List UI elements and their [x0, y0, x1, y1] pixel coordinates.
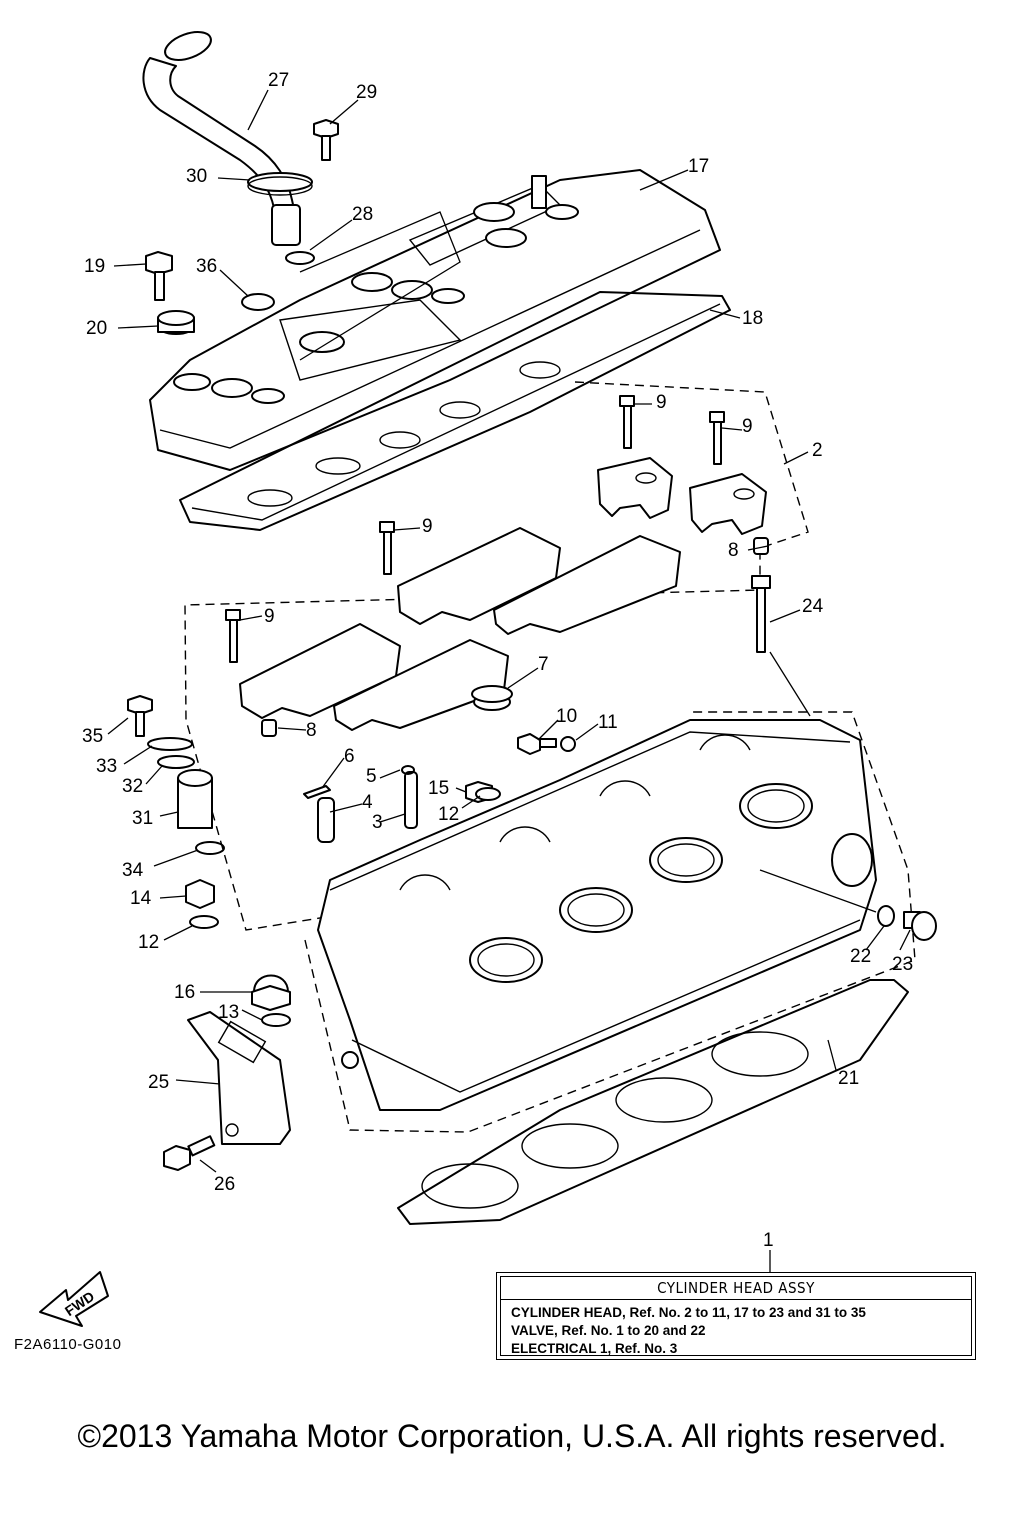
o-ring-28: [285, 251, 315, 265]
callout-8a: 8: [728, 540, 739, 561]
plug-7: [471, 685, 513, 711]
assembly-info-box: CYLINDER HEAD ASSY CYLINDER HEAD, Ref. N…: [496, 1272, 976, 1360]
cap-nut-16: [251, 974, 291, 1011]
callout-8b: 8: [306, 720, 317, 741]
washer-11: [560, 736, 576, 752]
leader-lines: [107, 89, 911, 1272]
cylinder-head-body: [317, 719, 877, 1111]
callout-9b: 9: [742, 416, 753, 437]
callout-7: 7: [538, 654, 549, 675]
callout-30: 30: [186, 166, 207, 187]
grommet-20: [157, 310, 195, 335]
head-bolt-24: [751, 575, 771, 653]
callout-16: 16: [174, 982, 195, 1003]
cam-cap-mid: [397, 527, 681, 635]
cover-gasket-18: [179, 291, 731, 531]
bracket-25: [187, 1011, 291, 1145]
callout-18: 18: [742, 308, 763, 329]
callout-12b: 12: [138, 932, 159, 953]
cam-cap-right-a: [597, 457, 673, 519]
callout-23: 23: [892, 954, 913, 975]
sleeve-31: [177, 769, 213, 829]
callout-17: 17: [688, 156, 709, 177]
bolt-29: [313, 119, 339, 161]
dowel-pin-8b: [261, 719, 277, 737]
callout-29: 29: [356, 82, 377, 103]
callout-35: 35: [82, 726, 103, 747]
callout-4: 4: [362, 792, 373, 813]
cam-cap-left: [239, 623, 509, 731]
plug-36: [241, 293, 275, 311]
washer-12a: [475, 787, 501, 801]
assembly-line-2: VALVE, Ref. No. 1 to 20 and 22: [511, 1323, 706, 1338]
callout-32: 32: [122, 776, 143, 797]
callout-numbers: 1 2 3 4 5 6 7 8 8 9 9 9 9 10 11 12 12 13…: [82, 70, 913, 1251]
seal-6: [303, 785, 331, 799]
assembly-title: CYLINDER HEAD ASSY: [657, 1279, 815, 1297]
callout-36: 36: [196, 256, 217, 277]
valve-guide-4: [317, 797, 335, 843]
callout-5: 5: [366, 766, 377, 787]
callout-3: 3: [372, 812, 383, 833]
callout-28: 28: [352, 204, 373, 225]
cap-bolts-9: [225, 395, 725, 663]
bolt-26: [163, 1135, 216, 1171]
callout-19: 19: [84, 256, 105, 277]
callout-34: 34: [122, 860, 144, 881]
callout-9a: 9: [656, 392, 667, 413]
cam-cap-right-b: [689, 473, 767, 535]
assembly-title-rule: [501, 1299, 971, 1300]
washer-13: [261, 1013, 291, 1027]
callout-1: 1: [763, 1230, 774, 1251]
callout-27: 27: [268, 70, 289, 91]
callout-6: 6: [344, 746, 355, 767]
figure-code: F2A6110-G010: [14, 1336, 122, 1353]
o-ring-34: [195, 841, 225, 855]
copyright-notice: ©2013 Yamaha Motor Corporation, U.S.A. A…: [77, 1418, 947, 1454]
callout-12a: 12: [438, 804, 459, 825]
callout-9c: 9: [422, 516, 433, 537]
callout-22: 22: [850, 946, 871, 967]
circlip-5: [401, 765, 415, 775]
callout-2: 2: [812, 440, 823, 461]
callout-9d: 9: [264, 606, 275, 627]
callout-13: 13: [218, 1002, 239, 1023]
nut-14: [185, 879, 215, 909]
washer-12b: [189, 915, 219, 929]
head-cover-17: [149, 169, 721, 471]
callout-21: 21: [838, 1068, 859, 1089]
callout-11: 11: [598, 712, 618, 733]
assembly-info-inner: CYLINDER HEAD ASSY CYLINDER HEAD, Ref. N…: [500, 1276, 972, 1356]
callout-25: 25: [148, 1072, 169, 1093]
assembly-line-1: CYLINDER HEAD, Ref. No. 2 to 11, 17 to 2…: [511, 1305, 866, 1320]
valve-guide-3: [404, 771, 418, 829]
callout-26: 26: [214, 1174, 235, 1195]
callout-15: 15: [428, 778, 449, 799]
callout-24: 24: [802, 596, 824, 617]
hose-clamp-30: [247, 172, 313, 196]
callout-31: 31: [132, 808, 153, 829]
camcap-group-outline-2: [184, 381, 809, 931]
callout-20: 20: [86, 318, 107, 339]
washer-32: [157, 755, 195, 769]
fwd-arrow: FWD: [39, 1271, 109, 1327]
washer-22: [877, 905, 895, 927]
breather-hose-27: [142, 31, 301, 246]
bolt-19: [145, 251, 173, 301]
bolt-10: [517, 733, 557, 755]
callout-14: 14: [130, 888, 152, 909]
washer-33: [147, 737, 193, 751]
head-gasket-21: [397, 979, 909, 1225]
callout-33: 33: [96, 756, 117, 777]
bolt-35: [127, 695, 153, 737]
plug-bolt-23: [903, 911, 937, 941]
callout-10: 10: [556, 706, 577, 727]
assembly-line-3: ELECTRICAL 1, Ref. No. 3: [511, 1341, 678, 1356]
cylinder-head-outline: [304, 711, 916, 1133]
